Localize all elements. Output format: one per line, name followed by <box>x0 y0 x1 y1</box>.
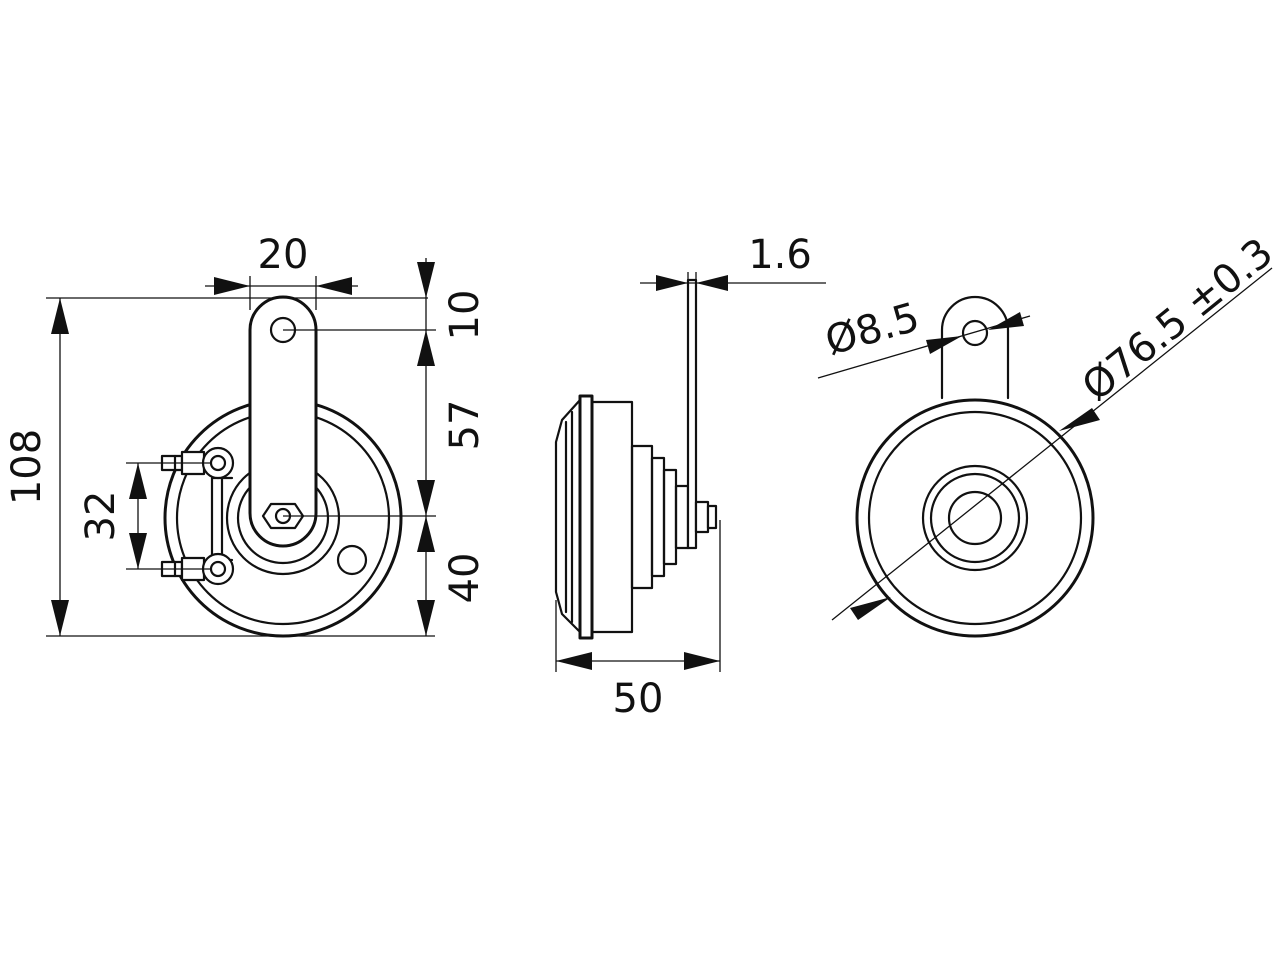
front-view <box>160 295 403 638</box>
side-view <box>554 278 718 640</box>
dim-57: 57 <box>442 400 488 451</box>
dim-10: 10 <box>442 290 488 341</box>
dim-108: 108 <box>4 429 50 505</box>
rear-ring-2 <box>929 472 1021 564</box>
dim-1-6: 1.6 <box>748 232 812 278</box>
dim-32: 32 <box>78 491 124 542</box>
terminal-bracket <box>210 476 234 562</box>
dim-body-diameter: Ø76.5 ±0.3 <box>1074 230 1280 411</box>
mounting-strap <box>248 295 318 548</box>
dim-50: 50 <box>613 676 664 722</box>
side-dome <box>554 398 582 634</box>
dim-20: 20 <box>258 232 309 278</box>
rear-view <box>855 295 1095 638</box>
side-nut <box>694 500 710 534</box>
dim-hole-diameter: Ø8.5 <box>820 294 924 364</box>
side-bracket-plate <box>686 278 698 550</box>
rear-mount-tab <box>940 295 1010 400</box>
front-dimensions: 20 108 10 57 40 32 <box>4 232 488 637</box>
side-dimensions: 1.6 50 <box>555 232 826 722</box>
side-rear-housing <box>630 444 654 590</box>
rear-tab-hole <box>961 319 989 347</box>
rear-body-inner <box>867 410 1083 626</box>
side-body <box>578 394 594 640</box>
rear-body-outer <box>855 398 1095 638</box>
rear-ring-1 <box>921 464 1029 572</box>
dim-40: 40 <box>442 553 488 604</box>
front-small-hole <box>336 544 368 576</box>
rear-ring-3 <box>947 490 1003 546</box>
